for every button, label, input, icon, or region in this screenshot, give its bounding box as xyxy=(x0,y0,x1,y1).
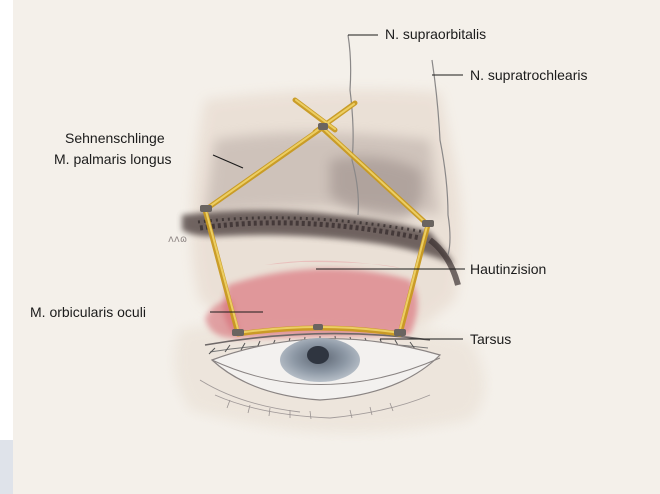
sling-knot xyxy=(200,205,212,212)
label-orbicularis: M. orbicularis oculi xyxy=(30,304,146,320)
sling-knot xyxy=(394,329,406,336)
label-sehnenschlinge: Sehnenschlinge xyxy=(65,130,165,146)
sling-knot xyxy=(318,123,328,130)
sling-knot xyxy=(313,324,323,330)
label-supratrochlearis: N. supratrochlearis xyxy=(470,67,588,83)
sling-knot xyxy=(232,329,244,336)
label-palmaris-longus: M. palmaris longus xyxy=(54,151,172,167)
label-hautinzision: Hautinzision xyxy=(470,261,546,277)
label-tarsus: Tarsus xyxy=(470,331,511,347)
svg-text:ʌʌɷ: ʌʌɷ xyxy=(168,234,187,245)
sling-knot xyxy=(422,220,434,227)
label-supraorbitalis: N. supraorbitalis xyxy=(385,26,486,42)
